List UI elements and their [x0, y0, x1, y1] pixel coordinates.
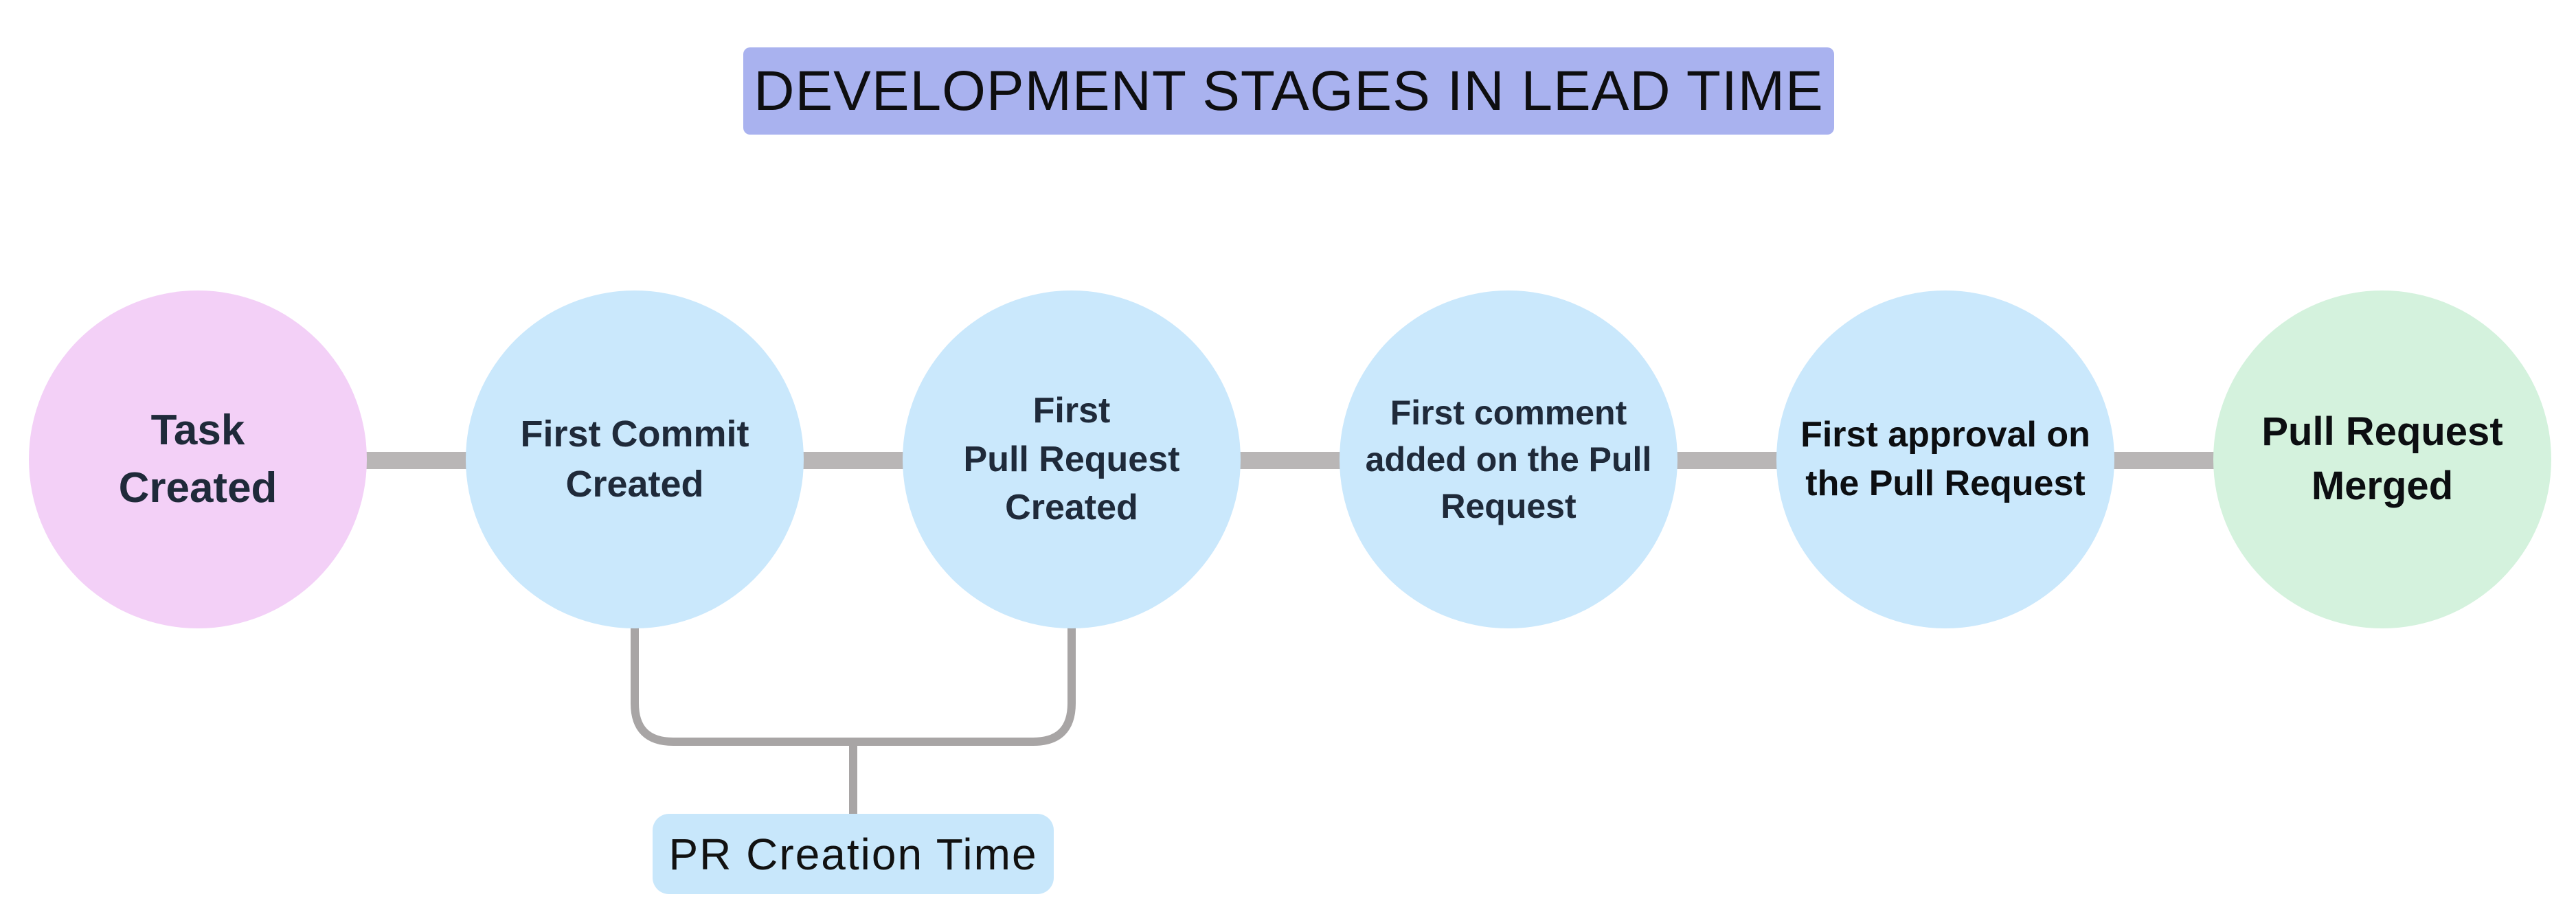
stage-circle-first-commit-created: First Commit Created — [466, 290, 804, 628]
diagram-title: DEVELOPMENT STAGES IN LEAD TIME — [754, 59, 1824, 122]
stage-circle-first-pull-request-created: First Pull Request Created — [903, 290, 1241, 628]
stage-circle-task-created: Task Created — [29, 290, 367, 628]
stage-label: First Pull Request Created — [963, 390, 1180, 528]
stage-label: First comment added on the Pull Request — [1365, 394, 1652, 525]
stage-circle-first-approval: First approval on the Pull Request — [1776, 290, 2114, 628]
stage-label: First approval on the Pull Request — [1800, 415, 2090, 503]
stage-label: First Commit Created — [520, 413, 749, 505]
pr-creation-time-box: PR Creation Time — [653, 814, 1054, 894]
stage-circle-pull-request-merged: Pull Request Merged — [2213, 290, 2551, 628]
pr-creation-time-label: PR Creation Time — [668, 829, 1038, 879]
stage-circle-first-comment-added: First comment added on the Pull Request — [1340, 290, 1677, 628]
stage-label: Task Created — [118, 406, 278, 512]
stage-label: Pull Request Merged — [2261, 409, 2503, 508]
diagram-title-box: DEVELOPMENT STAGES IN LEAD TIME — [743, 47, 1834, 135]
pr-creation-bracket-path — [631, 626, 1076, 816]
